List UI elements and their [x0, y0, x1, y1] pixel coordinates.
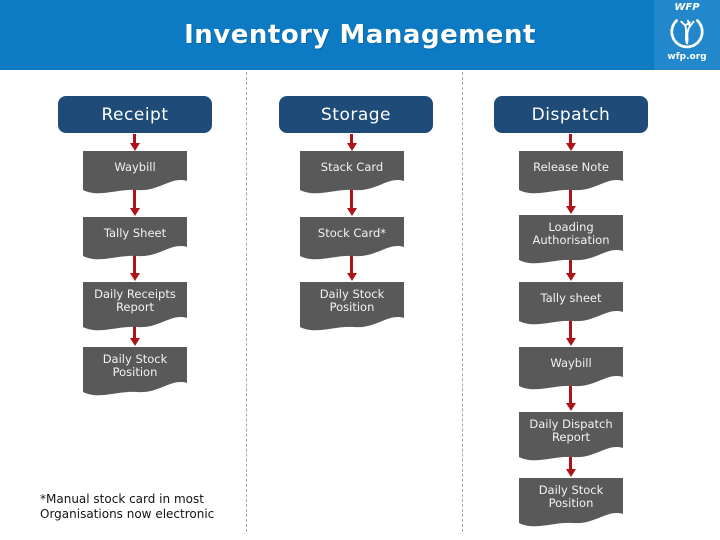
flow-arrow	[569, 317, 572, 338]
document-shape	[519, 215, 623, 264]
doc-box-daily-stock-position: Daily Stock Position	[83, 347, 187, 399]
doc-box-release-note: Release Note	[519, 151, 623, 197]
column-divider-1	[246, 72, 247, 532]
doc-box-label: Daily Stock Position	[538, 483, 604, 510]
column-divider-2	[462, 72, 463, 532]
doc-box-daily-dispatch-report: Daily Dispatch Report	[519, 412, 623, 464]
document-shape	[519, 478, 623, 527]
doc-box-stack-card: Stack Card	[300, 151, 404, 197]
flow-arrow	[569, 250, 572, 273]
flow-arrow	[569, 382, 572, 403]
doc-box-label: Tally Sheet	[103, 225, 167, 240]
flow-arrow	[133, 134, 136, 143]
wfp-logo-text: WFP	[674, 2, 700, 13]
column-header-receipt: Receipt	[58, 96, 212, 133]
doc-box-label: Tally sheet	[540, 290, 602, 305]
wfp-logo-panel: WFP wfp.org	[654, 0, 720, 70]
flow-arrow	[350, 251, 353, 273]
document-shape	[300, 217, 404, 260]
footnote-line-2: Organisations now electronic	[40, 506, 215, 521]
document-shape	[83, 347, 187, 396]
flow-arrow	[133, 251, 136, 273]
doc-box-label: Daily Stock Position	[102, 352, 168, 379]
document-shape	[83, 217, 187, 260]
column-header-storage: Storage	[279, 96, 433, 133]
doc-box-daily-stock-position: Daily Stock Position	[300, 282, 404, 334]
flow-arrow	[133, 317, 136, 338]
document-shape	[83, 151, 187, 194]
doc-box-label: Daily Dispatch Report	[529, 417, 613, 444]
doc-box-daily-receipts-report: Daily Receipts Report	[83, 282, 187, 334]
wfp-emblem-icon	[670, 19, 704, 49]
flow-arrow	[569, 448, 572, 469]
wfp-logo-url: wfp.org	[667, 52, 707, 62]
slide-header-bar	[0, 0, 720, 70]
doc-box-loading-authorisation: Loading Authorisation	[519, 215, 623, 267]
doc-box-label: Waybill	[550, 355, 592, 370]
doc-box-daily-stock-position: Daily Stock Position	[519, 478, 623, 530]
doc-box-stock-card: Stock Card*	[300, 217, 404, 263]
doc-box-label: Daily Receipts Report	[94, 287, 176, 314]
document-shape	[300, 282, 404, 331]
doc-box-label: Loading Authorisation	[532, 220, 610, 247]
doc-box-tally-sheet: Tally sheet	[519, 282, 623, 328]
doc-box-waybill: Waybill	[519, 347, 623, 393]
flow-arrow	[350, 134, 353, 143]
footnote: *Manual stock card in most Organisations…	[40, 492, 214, 521]
doc-box-waybill: Waybill	[83, 151, 187, 197]
doc-box-tally-sheet: Tally Sheet	[83, 217, 187, 263]
flow-arrow	[133, 186, 136, 208]
document-shape	[300, 151, 404, 194]
document-shape	[519, 282, 623, 325]
flow-arrow	[569, 134, 572, 143]
footnote-line-1: *Manual stock card in most	[40, 492, 204, 506]
document-shape	[519, 347, 623, 390]
document-shape	[519, 412, 623, 461]
doc-box-label: Stack Card	[320, 159, 384, 174]
doc-box-label: Daily Stock Position	[319, 287, 385, 314]
doc-box-label: Release Note	[533, 159, 609, 174]
doc-box-label: Stock Card*	[317, 225, 387, 240]
document-shape	[519, 151, 623, 194]
flow-arrow	[569, 186, 572, 206]
doc-box-label: Waybill	[114, 159, 156, 174]
document-shape	[83, 282, 187, 331]
slide-title: Inventory Management	[184, 20, 536, 50]
column-header-dispatch: Dispatch	[494, 96, 648, 133]
flow-arrow	[350, 186, 353, 208]
